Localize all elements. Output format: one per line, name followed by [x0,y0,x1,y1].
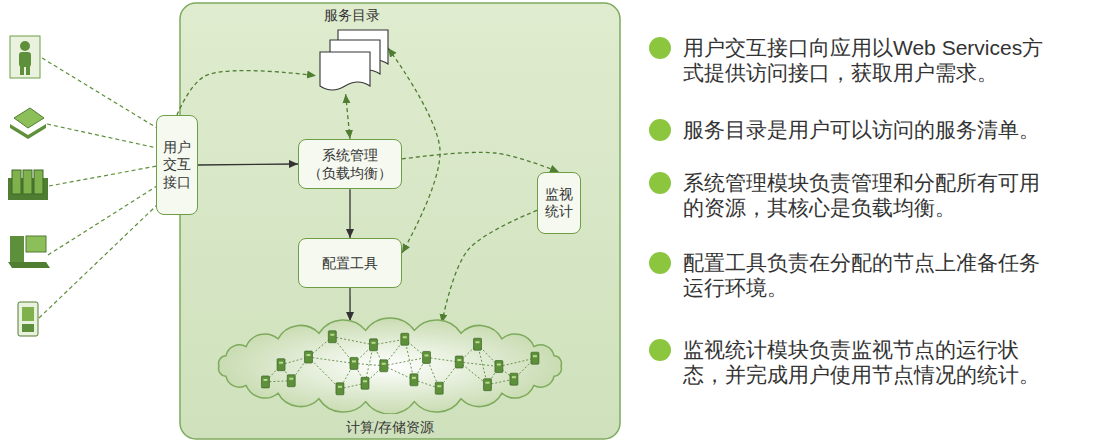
system-panel [180,3,620,439]
device-wire [39,58,157,318]
monitor-box: 监视统计 [537,172,581,234]
bullet-text: 配置工具负责在分配的节点上准备任务运行环境。 [683,250,1058,300]
phone-icon [18,302,38,336]
resource-cloud: 计算/存储资源 [205,314,575,438]
dashed-arrow [346,94,350,139]
bullet-text: 用户交互接口向应用以Web Services方式提供访问接口，获取用户需求。 [683,35,1058,85]
catalog-title: 服务目录 [324,6,380,24]
cloud-label: 计算/存储资源 [205,418,575,436]
service-catalog: 服务目录 [306,6,398,98]
bullet-text: 服务目录是用户可以访问的服务清单。 [683,117,1058,142]
bullet-text: 系统管理模块负责管理和分配所有可用的资源，其核心是负载均衡。 [683,170,1058,220]
bullet-text: 监视统计模块负责监视节点的运行状态，并完成用户使用节点情况的统计。 [683,337,1058,387]
interface-box: 用户交互接口 [156,115,198,215]
laptop-icon [10,108,46,139]
cloud-outline [219,318,562,414]
document-icon [312,28,392,94]
box-label: 配置工具 [322,254,378,272]
process-box: 系统管理 （负载均衡） [298,139,402,189]
computer-icon [8,236,50,268]
dashed-arrow [402,152,559,172]
bullet-dot [649,37,671,361]
dashed-arrow [442,210,537,323]
flow-arrow [198,164,298,165]
box-label: 用户交互接口 [163,139,191,192]
cloud-shape [205,314,575,414]
flow-arrow [349,189,350,238]
process-box: 配置工具 [298,238,402,288]
flow-arrow [349,288,350,321]
box-label: 系统管理 （负载均衡） [306,146,394,182]
document-page [320,52,370,90]
server-icon [8,170,48,200]
resource-network [261,331,538,395]
dashed-arrow [177,71,316,115]
box-label: 监视统计 [545,186,573,221]
user-icon [10,36,40,78]
